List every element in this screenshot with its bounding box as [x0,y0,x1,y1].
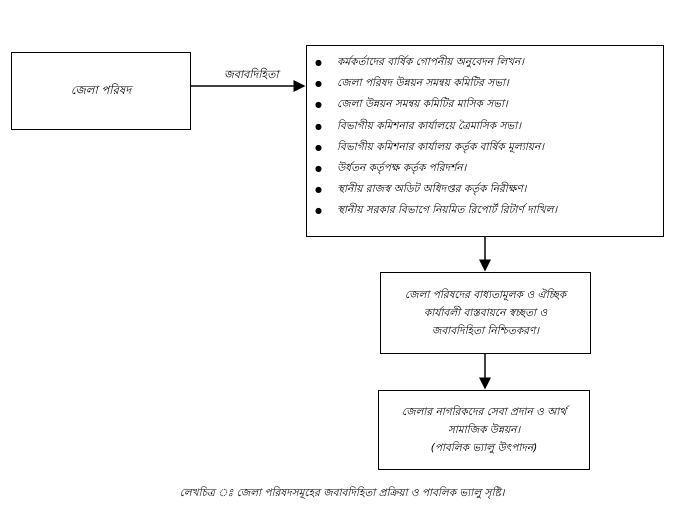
result-line: জেলার নাগরিকদের সেবা প্রদান ও আর্থ [401,406,567,418]
list-item: বিভাগীয় কমিশনার কার্যালয় কর্তৃক বার্ষি… [315,137,653,158]
mechanisms-list: কর্মকর্তাদের বার্ষিক গোপনীয় অনুবেদন লিখ… [315,52,653,222]
outcome-line: জেলা পরিষদের বাধ্যতামূলক ও ঐচ্ছিক [404,289,567,301]
node-public-value-result: জেলার নাগরিকদের সেবা প্রদান ও আর্থ সামাজ… [378,390,590,470]
list-item: জেলা উন্নয়ন সমন্বয় কমিটির মাসিক সভা। [315,94,653,115]
list-item: জেলা পরিষদ উন্নয়ন সমন্বয় কমিটির সভা। [315,73,653,94]
list-item: স্থানীয় সরকার বিভাগে নিয়মিত রিপোর্ট রি… [315,200,653,221]
list-item: উর্ধতন কর্তৃপক্ষ কর্তৃক পরিদর্শন। [315,158,653,179]
node-mechanisms-list: কর্মকর্তাদের বার্ষিক গোপনীয় অনুবেদন লিখ… [306,45,664,237]
node-zila-parishad-label: জেলা পরিষদ [70,82,132,97]
outcome-line: জবাবদিহিতা নিশ্চিতকরণ। [431,325,540,337]
result-line: সামাজিক উন্নয়ন। [447,424,521,436]
result-line: (পাবলিক ভ্যালু উৎপাদন) [430,442,538,454]
list-item: বিভাগীয় কমিশনার কার্যালয়ে ত্রৈমাসিক সভ… [315,116,653,137]
figure-caption: লেখচিত্র ঃ জেলা পরিষদসমূহের জবাবদিহিতা প… [179,487,505,499]
result-text: জেলার নাগরিকদের সেবা প্রদান ও আর্থ সামাজ… [402,403,566,457]
node-zila-parishad: জেলা পরিষদ [11,52,191,130]
list-item: কর্মকর্তাদের বার্ষিক গোপনীয় অনুবেদন লিখ… [315,52,653,73]
outcome-text: জেলা পরিষদের বাধ্যতামূলক ও ঐচ্ছিক কার্যা… [405,286,566,340]
list-item: স্থানীয় রাজস্ব অডিট অধিদপ্তর কর্তৃক নির… [315,179,653,200]
node-transparency-outcome: জেলা পরিষদের বাধ্যতামূলক ও ঐচ্ছিক কার্যা… [380,272,591,354]
edge-label-accountability: জবাবদিহিতা [224,68,279,81]
outcome-line: কার্যাবলী বাস্তবায়নে স্বচ্ছতা ও [423,307,548,319]
